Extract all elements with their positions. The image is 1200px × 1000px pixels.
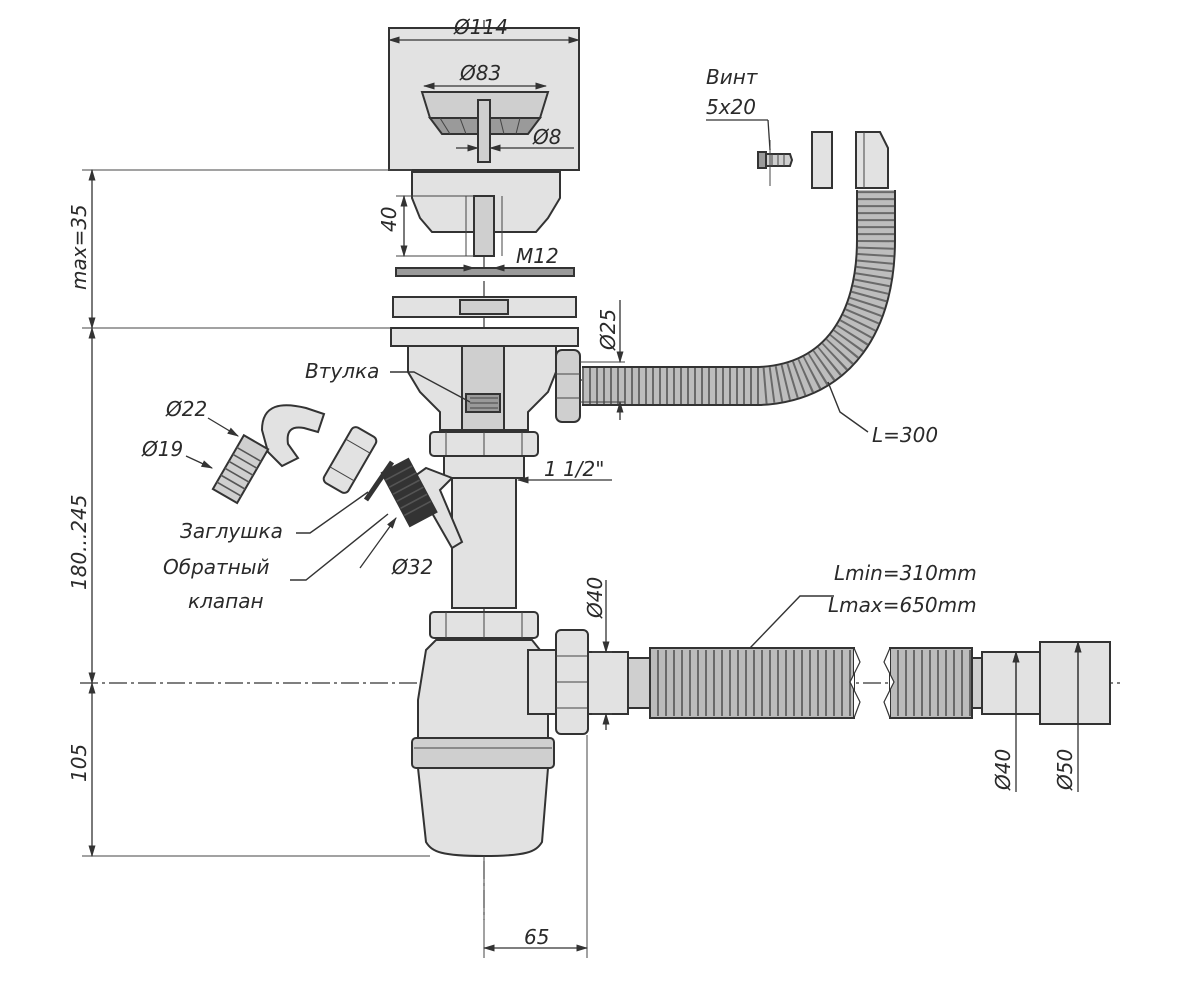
label-d114: Ø114: [453, 15, 508, 39]
tail-tube: [443, 455, 525, 609]
overflow-screw: [757, 140, 794, 186]
label-d50: Ø50: [1053, 749, 1077, 791]
plug-nut: [322, 426, 378, 494]
label-sleeve: Втулка: [305, 359, 379, 383]
label-d19: Ø19: [141, 437, 183, 461]
dimension-lines: [82, 36, 1082, 958]
label-h40: 40: [377, 207, 401, 232]
label-check-valve-line2: клапан: [188, 589, 264, 613]
overflow-hose: [582, 131, 896, 406]
label-h105: 105: [67, 744, 91, 782]
label-d22: Ø22: [165, 397, 207, 421]
overflow-gasket: [811, 131, 833, 189]
label-w65: 65: [524, 925, 549, 949]
outlet-body: [407, 345, 581, 431]
label-max35: max=35: [67, 204, 91, 290]
outlet-hose: [587, 641, 1111, 725]
label-check-valve-line1: Обратный: [163, 555, 270, 579]
label-lmax: Lmax=650mm: [828, 593, 977, 617]
washing-machine-elbow: [211, 404, 326, 505]
bottle-trap: [411, 639, 555, 858]
label-screw-line1: Винт: [706, 65, 759, 89]
label-d25: Ø25: [596, 309, 620, 351]
side-inlet: [363, 457, 464, 550]
label-lmin: Lmin=310mm: [834, 561, 977, 585]
label-l300: L=300: [872, 423, 938, 447]
strainer-flange: [388, 27, 580, 171]
outlet-hose-corrugation-left: [649, 647, 855, 719]
label-thread: 1 1/2": [544, 457, 604, 481]
label-d8: Ø8: [532, 125, 561, 149]
label-d83: Ø83: [459, 61, 501, 85]
locking-nut: [390, 296, 579, 347]
leader-lines: [290, 371, 869, 649]
label-d32: Ø32: [391, 555, 433, 579]
upper-nut: [429, 431, 539, 457]
outlet-hose-corrugation-right: [889, 647, 973, 719]
label-m12: M12: [516, 244, 559, 268]
label-d40-vertical: Ø40: [583, 577, 607, 619]
lower-nut: [429, 611, 539, 639]
label-screw-line2: 5x20: [706, 95, 756, 119]
label-range180: 180...245: [67, 495, 91, 590]
label-d40-right: Ø40: [991, 749, 1015, 791]
label-plug: Заглушка: [180, 519, 283, 543]
strainer-body: [395, 171, 575, 277]
labels: Ø114 Ø83 Ø8 Винт 5x20 40 M12 max=35 Ø25 …: [67, 15, 1077, 949]
